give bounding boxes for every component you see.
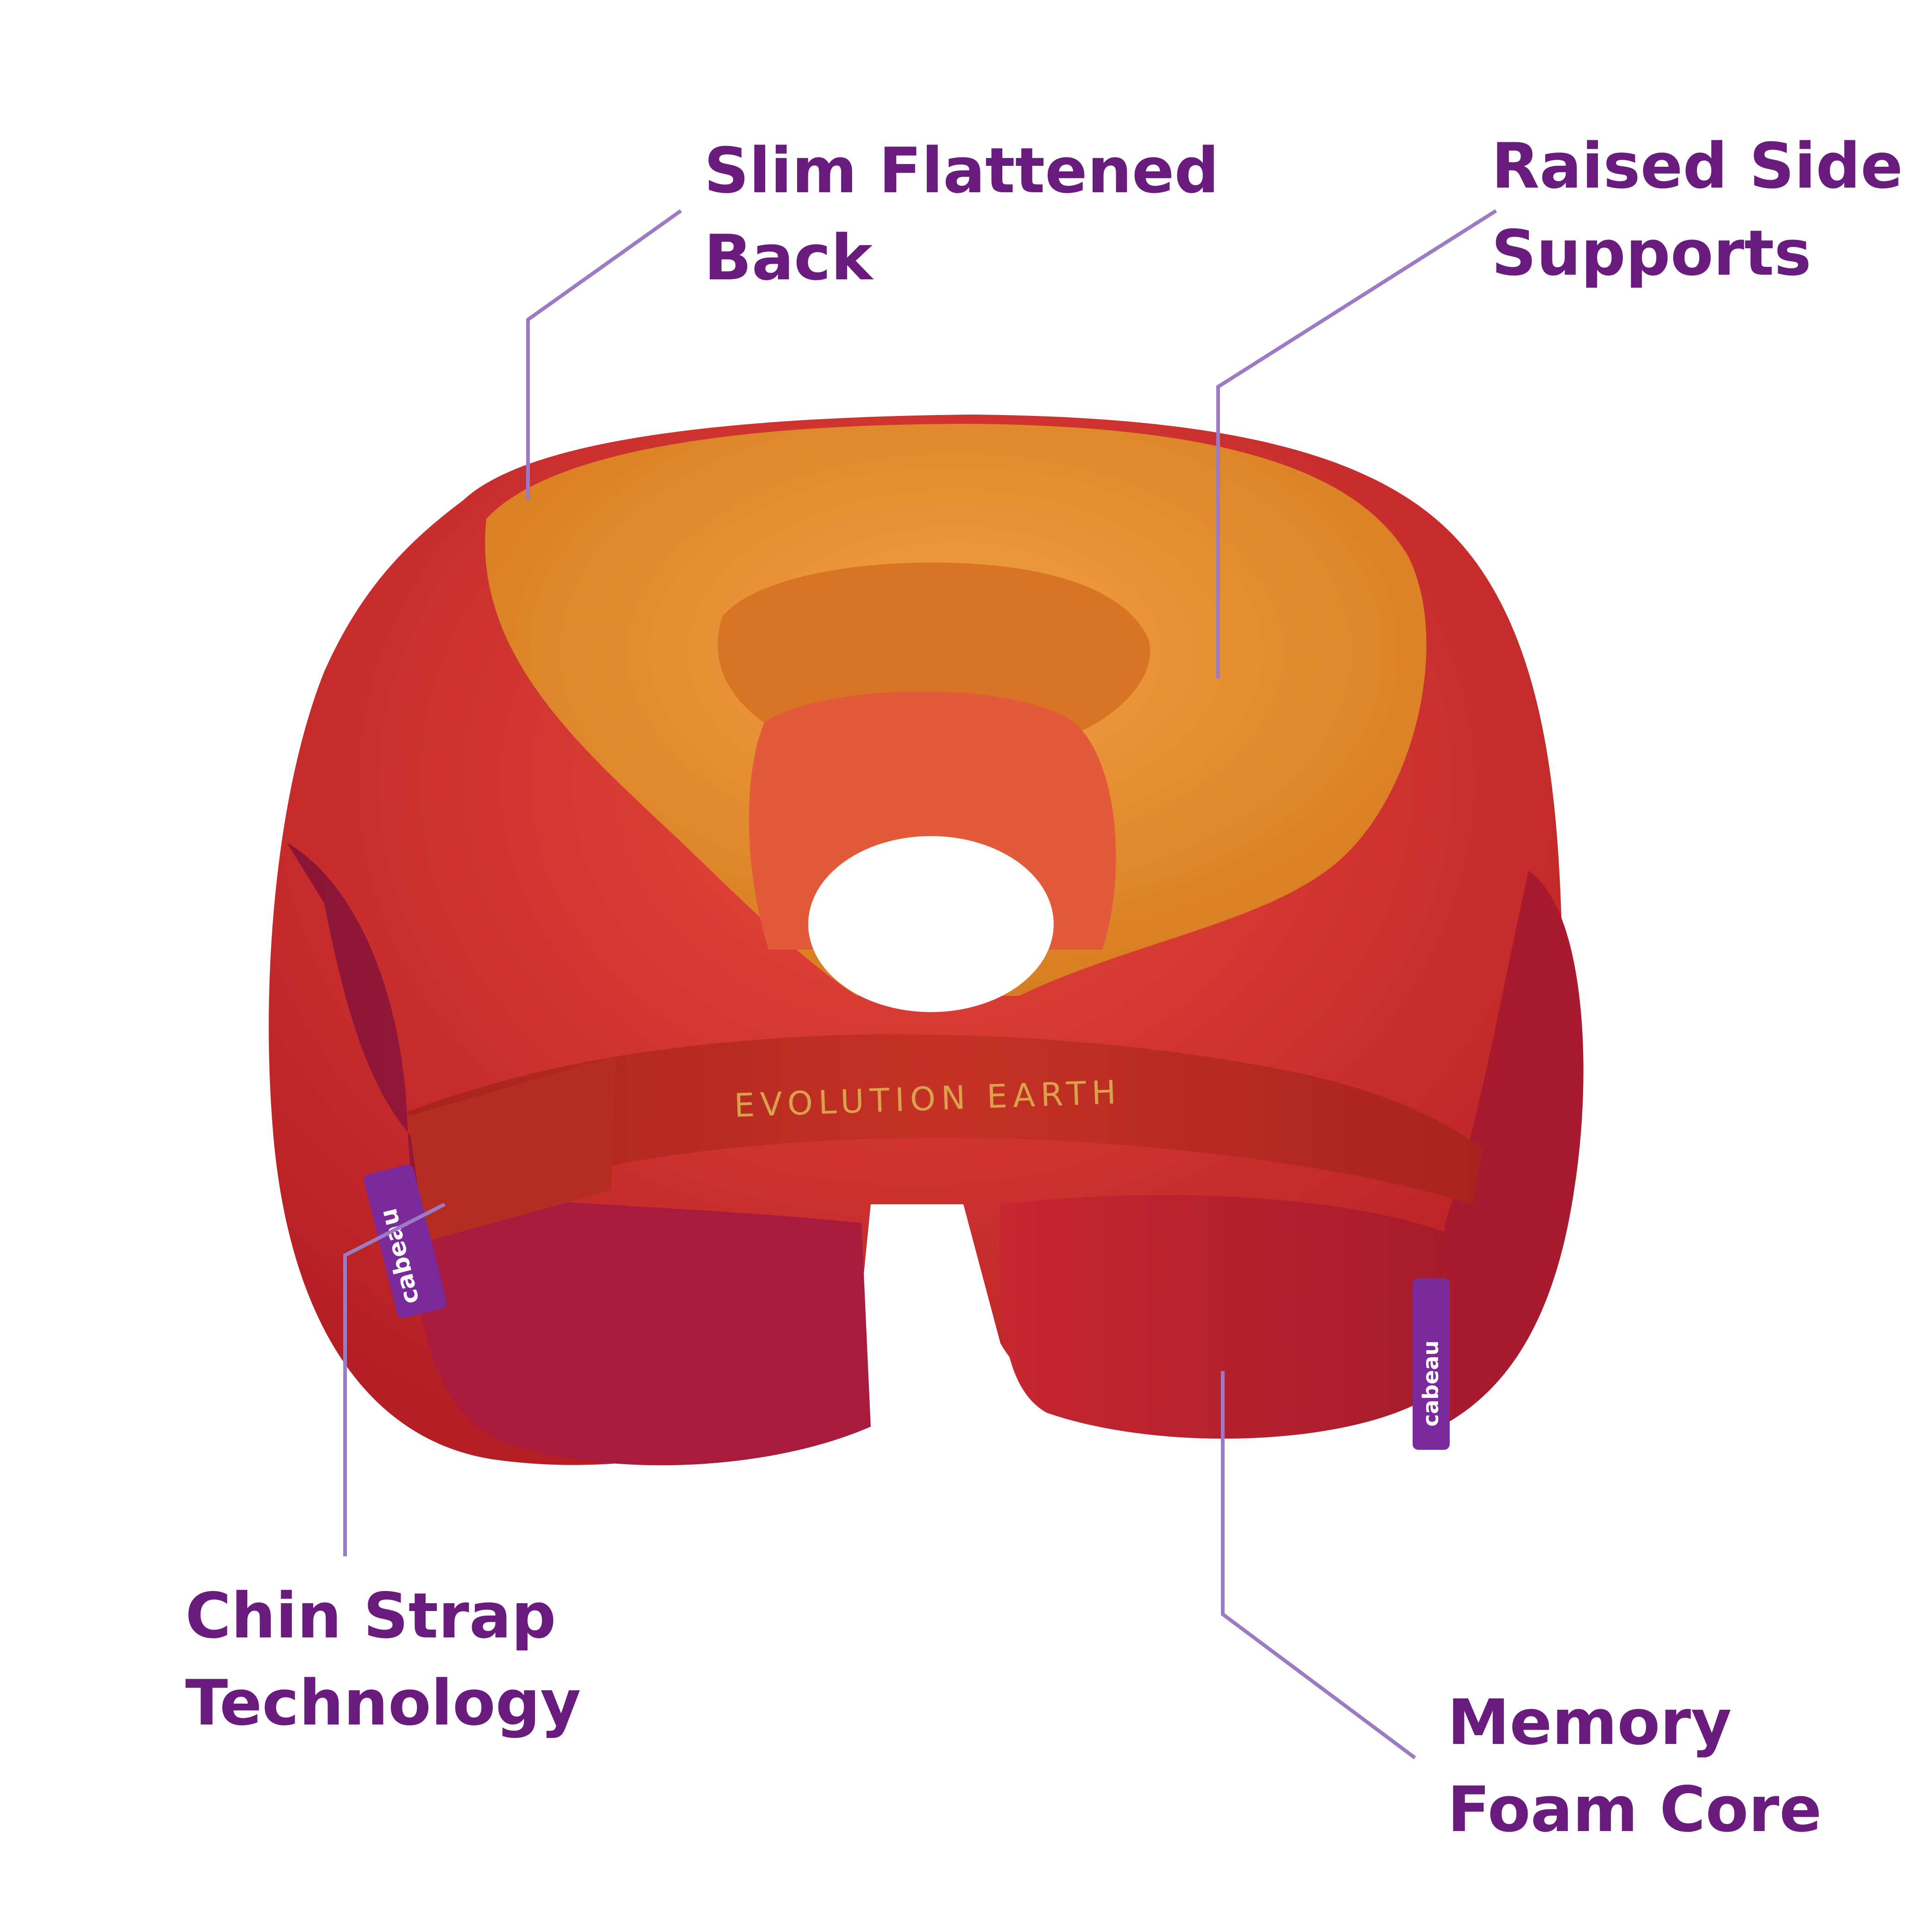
feature-label-line: Memory — [1447, 1686, 1732, 1759]
feature-label-line: Chin Strap — [185, 1580, 556, 1652]
feature-label-line: Slim Flattened — [704, 134, 1219, 207]
pillow-center-well — [717, 562, 1150, 736]
leader-line-slim-back — [526, 209, 682, 500]
pillow-neck-hole — [808, 836, 1054, 1012]
leader-line-raised-sides — [1216, 209, 1497, 679]
pillow-body: EVOLUTION EARTH cabeau cabeau — [269, 415, 1584, 1466]
brand-tag-right — [1413, 1278, 1450, 1450]
brand-tag-right-text: cabeau — [1418, 1340, 1443, 1427]
chin-strap — [408, 1034, 1482, 1232]
pillow-right-lobe — [999, 1195, 1445, 1439]
leader-lines — [343, 209, 1497, 1760]
leader-line-memory-foam — [1221, 1371, 1416, 1760]
feature-label-memory-foam-core: Memory Foam Core — [1447, 1679, 1822, 1853]
feature-label-line: Back — [704, 221, 873, 294]
chin-strap-left-tab — [408, 1056, 616, 1241]
feature-label-line: Raised Side — [1491, 130, 1903, 202]
feature-label-line: Technology — [185, 1667, 581, 1739]
feature-label-raised-side-supports: Raised Side Supports — [1491, 123, 1903, 297]
pillow-left-lobe — [408, 1186, 871, 1466]
leader-line-chin-strap — [343, 1202, 446, 1556]
pillow-right-side-panel — [1440, 871, 1584, 1427]
feature-label-slim-flattened-back: Slim Flattened Back — [704, 127, 1219, 302]
feature-label-chin-strap-technology: Chin Strap Technology — [185, 1573, 581, 1747]
feature-label-line: Foam Core — [1447, 1773, 1822, 1846]
feature-label-line: Supports — [1491, 217, 1811, 289]
brand-tag-left — [364, 1164, 447, 1318]
